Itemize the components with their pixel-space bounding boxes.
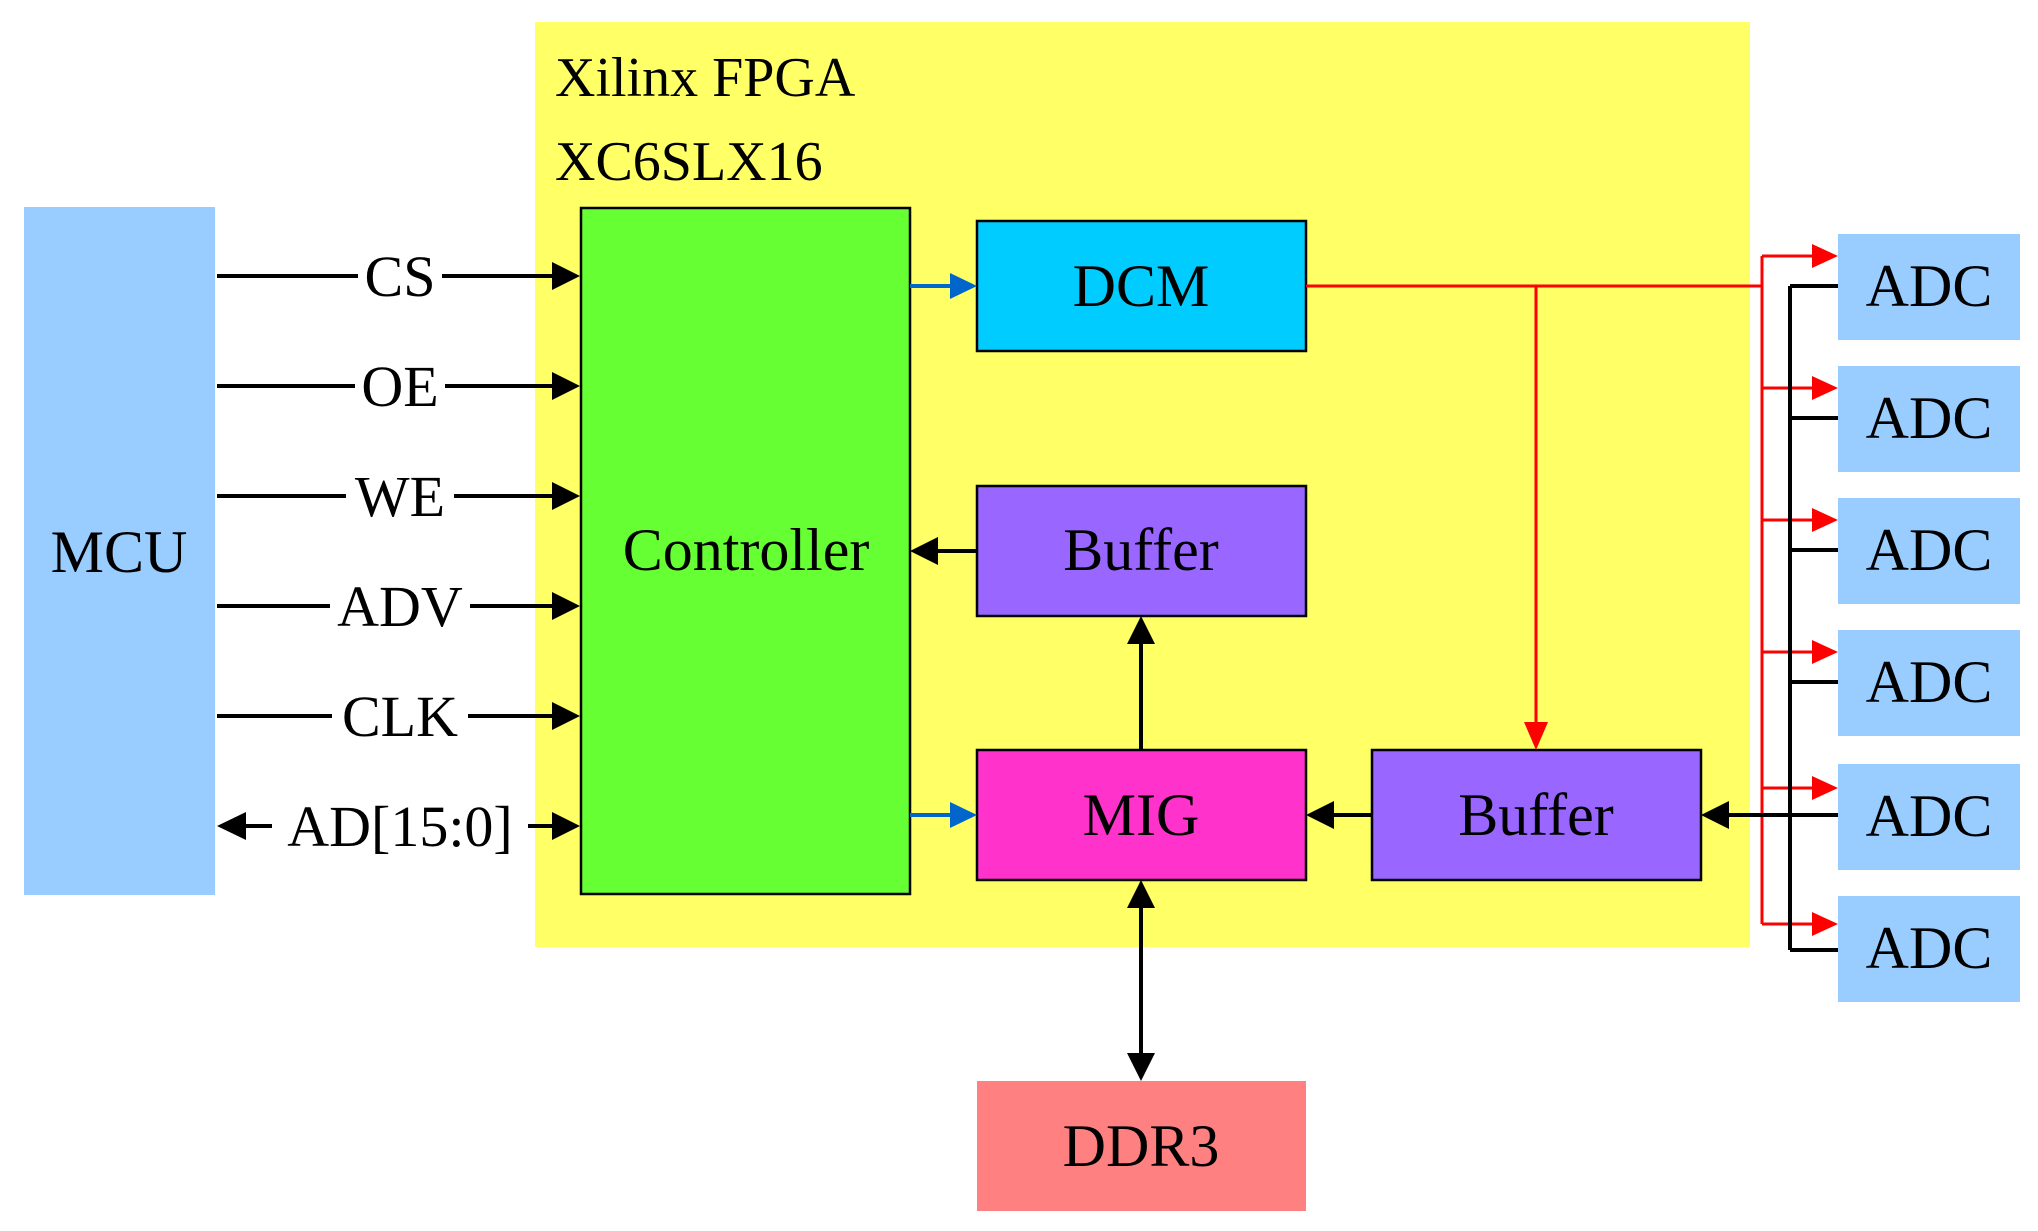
signal-we-label: WE — [355, 464, 445, 529]
signal-ad-bus-label: AD[15:0] — [287, 794, 513, 859]
adc-block-5 — [1838, 764, 2020, 870]
controller-block — [579, 206, 912, 896]
fpga-title-line2: XC6SLX16 — [555, 131, 823, 193]
signal-clk-label: CLK — [342, 684, 458, 749]
adc-label-2: ADC — [1866, 385, 1993, 451]
adc-block-4 — [1838, 630, 2020, 736]
adc-label-4: ADC — [1866, 649, 1993, 715]
mcu-signal-arrowheads — [217, 262, 580, 840]
adc-label-1: ADC — [1866, 253, 1993, 319]
mig-to-buffer-top-arrow — [1127, 616, 1155, 750]
buffer-top-block — [975, 484, 1308, 618]
adc-block-2 — [1838, 366, 2020, 472]
signal-adv-label: ADV — [337, 574, 463, 639]
adc-block-6 — [1838, 896, 2020, 1002]
mig-label: MIG — [1083, 782, 1200, 848]
ad-bus-left-arrowhead — [217, 812, 246, 840]
ddr3-label: DDR3 — [1063, 1113, 1220, 1179]
buffer-to-controller-arrow — [910, 537, 977, 565]
adc-block-1 — [1838, 234, 2020, 340]
mig-ddr3-bidirectional-arrow — [1127, 880, 1155, 1081]
fpga-title-line1: Xilinx FPGA — [555, 47, 856, 109]
adc-label-6: ADC — [1866, 915, 1993, 981]
signal-labels: CS OE WE ADV CLK AD[15:0] — [272, 244, 528, 859]
dcm-label: DCM — [1073, 253, 1210, 319]
controller-to-mig-arrow — [910, 802, 977, 828]
ddr3-block — [977, 1081, 1306, 1211]
clock-distribution-lines — [1306, 254, 1812, 926]
controller-label: Controller — [623, 517, 870, 583]
buffer-top-label: Buffer — [1063, 517, 1219, 583]
buffer-right-block — [1370, 748, 1703, 882]
mcu-label: MCU — [51, 519, 188, 585]
buffer-right-label: Buffer — [1458, 782, 1614, 848]
adc-data-bus — [1729, 284, 1838, 952]
adc-bus-to-buffer-arrowhead — [1701, 801, 1729, 829]
signal-oe-label: OE — [361, 354, 438, 419]
adc-column: ADC ADC ADC ADC ADC ADC — [1838, 234, 2020, 1002]
controller-to-dcm-arrow — [910, 273, 977, 299]
buffer-right-to-mig-arrow — [1306, 801, 1372, 829]
adc-block-3 — [1838, 498, 2020, 604]
adc-label-5: ADC — [1866, 783, 1993, 849]
adc-label-3: ADC — [1866, 517, 1993, 583]
signal-cs-label: CS — [365, 244, 436, 309]
clock-arrowheads — [1524, 244, 1838, 936]
mcu-block — [24, 207, 215, 895]
